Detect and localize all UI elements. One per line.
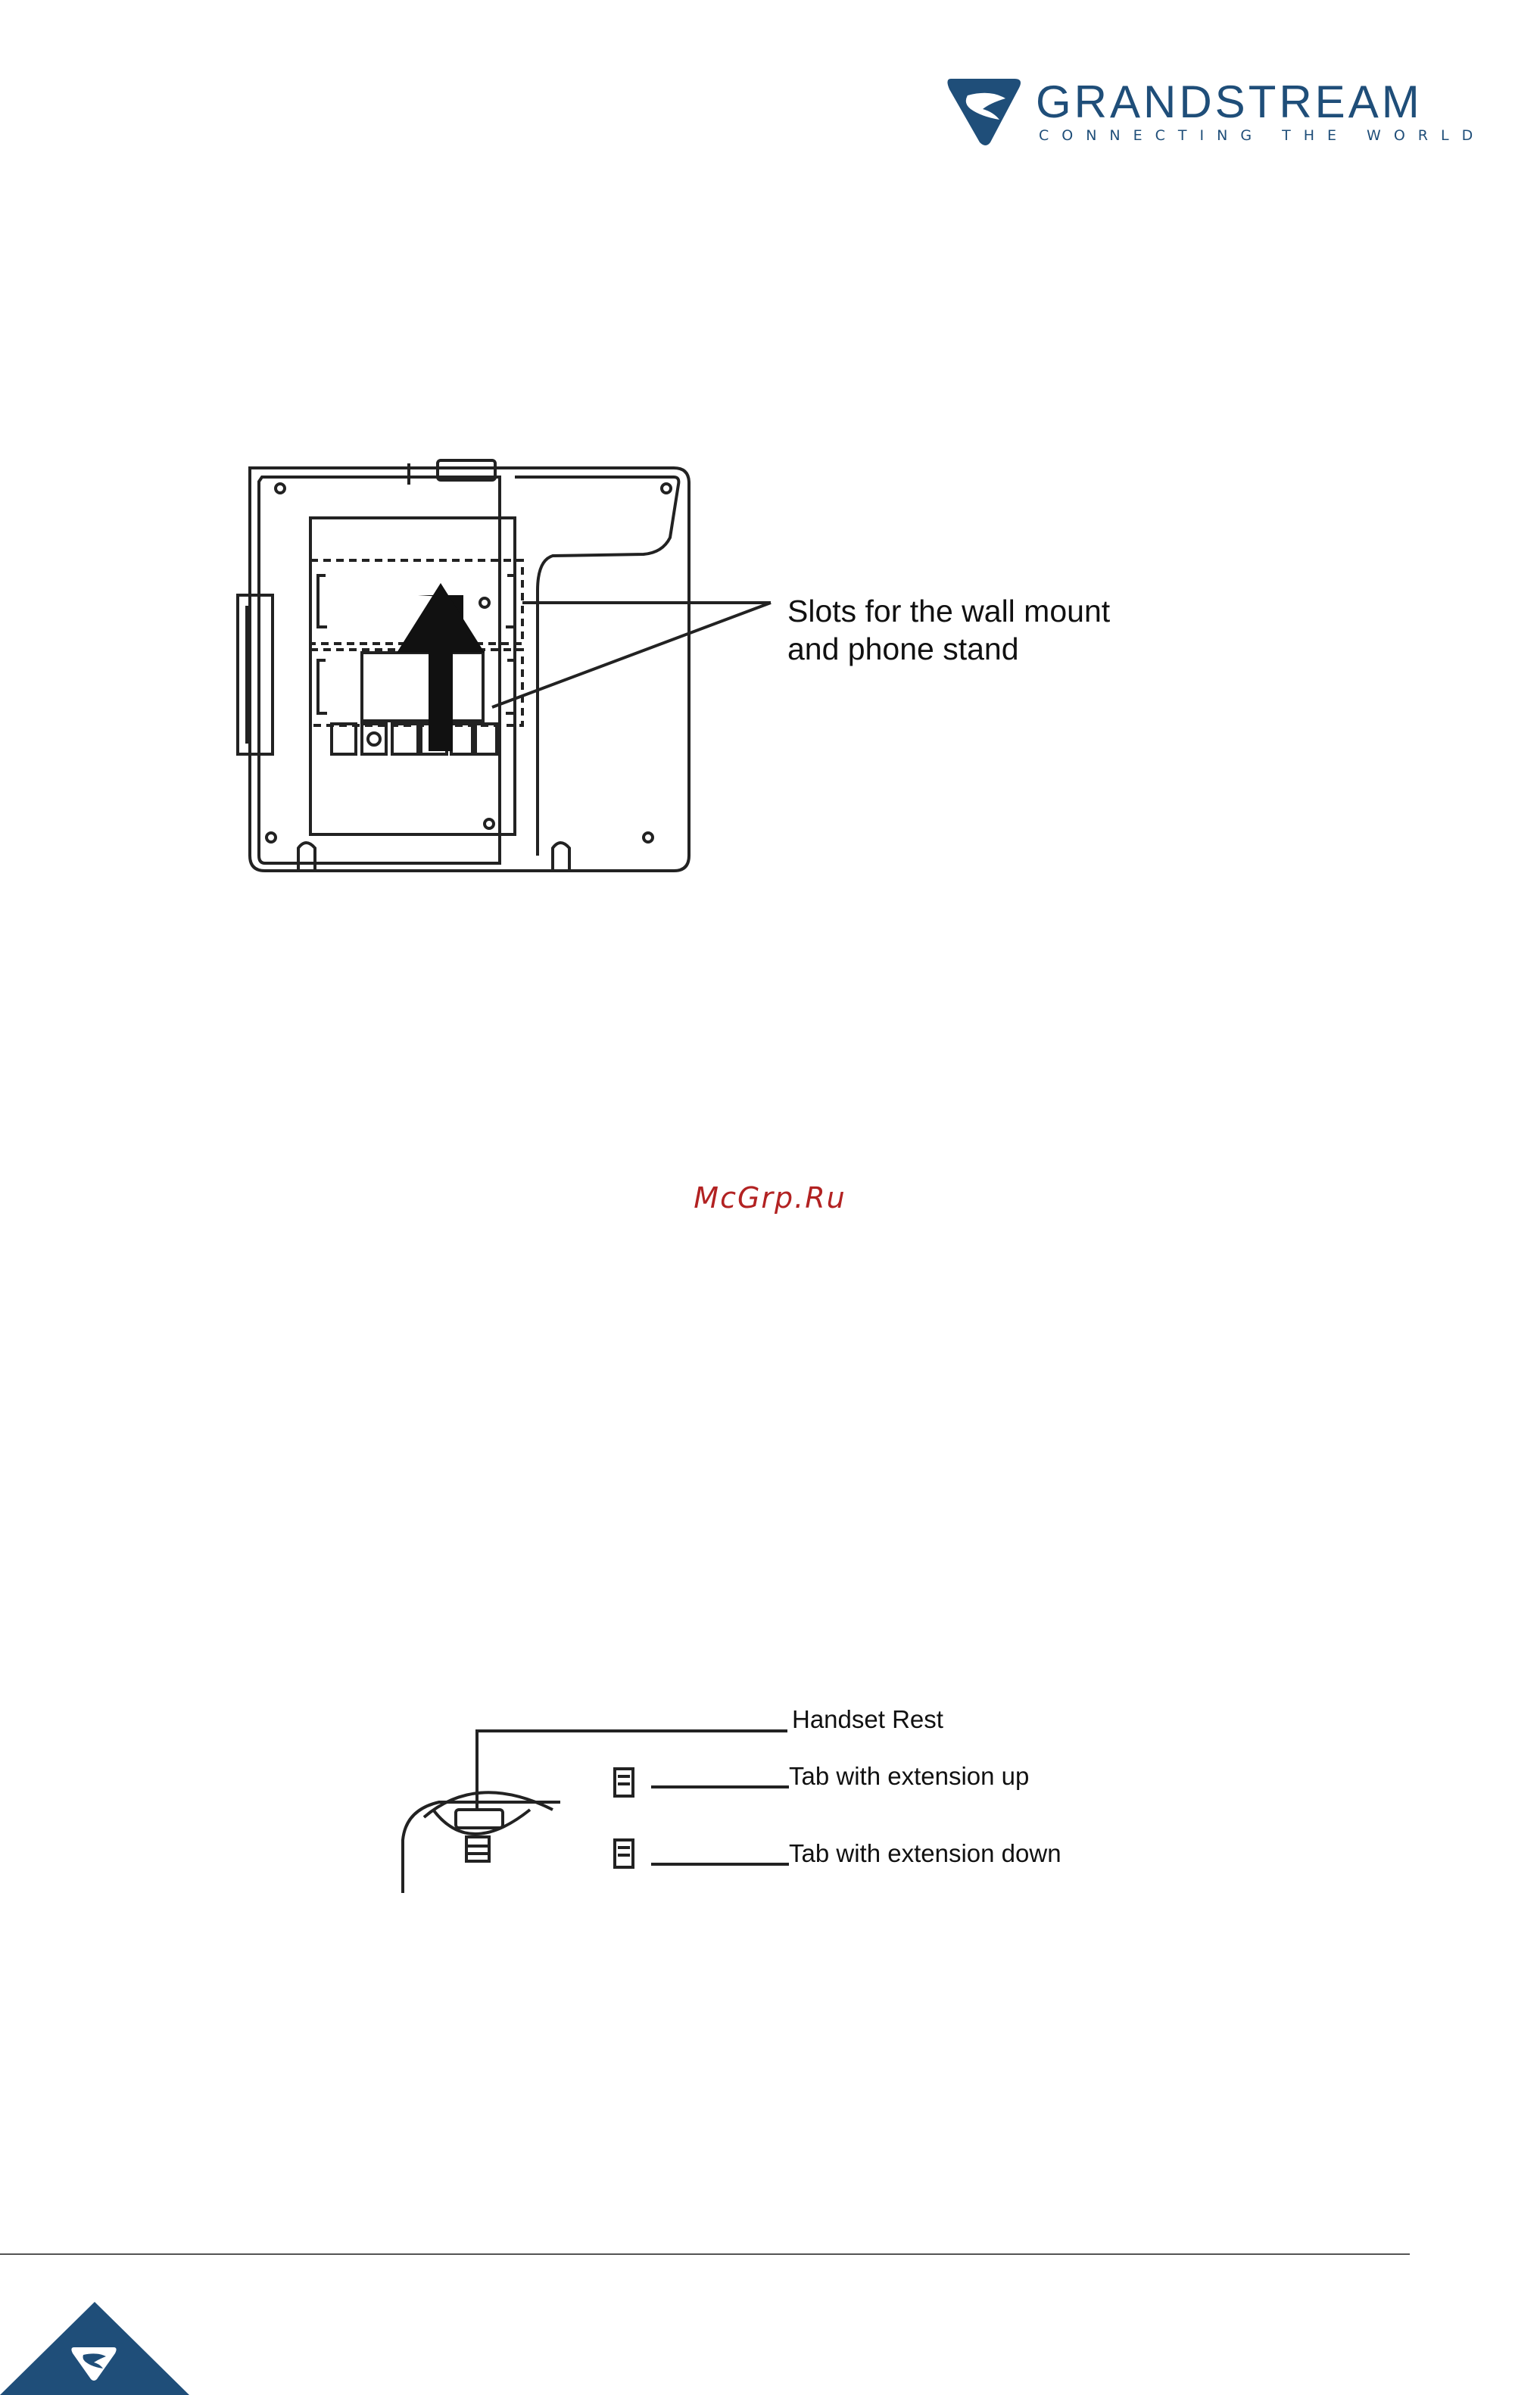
watermark: McGrp.Ru	[0, 1181, 1540, 1215]
handset-rest-label: Handset Rest	[792, 1705, 943, 1734]
tab-extension-up-label: Tab with extension up	[789, 1762, 1029, 1791]
grandstream-logo-icon	[945, 73, 1028, 148]
slots-callout-label: Slots for the wall mount and phone stand	[787, 592, 1110, 668]
handset-rest-diagram	[386, 1696, 795, 1893]
tab-extension-down-label: Tab with extension down	[789, 1839, 1061, 1868]
slots-callout-line-1: Slots for the wall mount	[787, 592, 1110, 630]
brand-tagline: CONNECTING THE WORLD	[1039, 127, 1485, 144]
footer-logo-triangle-icon	[0, 2294, 189, 2395]
brand-name: GRANDSTREAM	[1036, 76, 1423, 128]
slots-callout-line-2: and phone stand	[787, 630, 1110, 668]
footer-divider	[0, 2253, 1410, 2255]
grandstream-logo: GRANDSTREAM CONNECTING THE WORLD	[945, 73, 1445, 156]
